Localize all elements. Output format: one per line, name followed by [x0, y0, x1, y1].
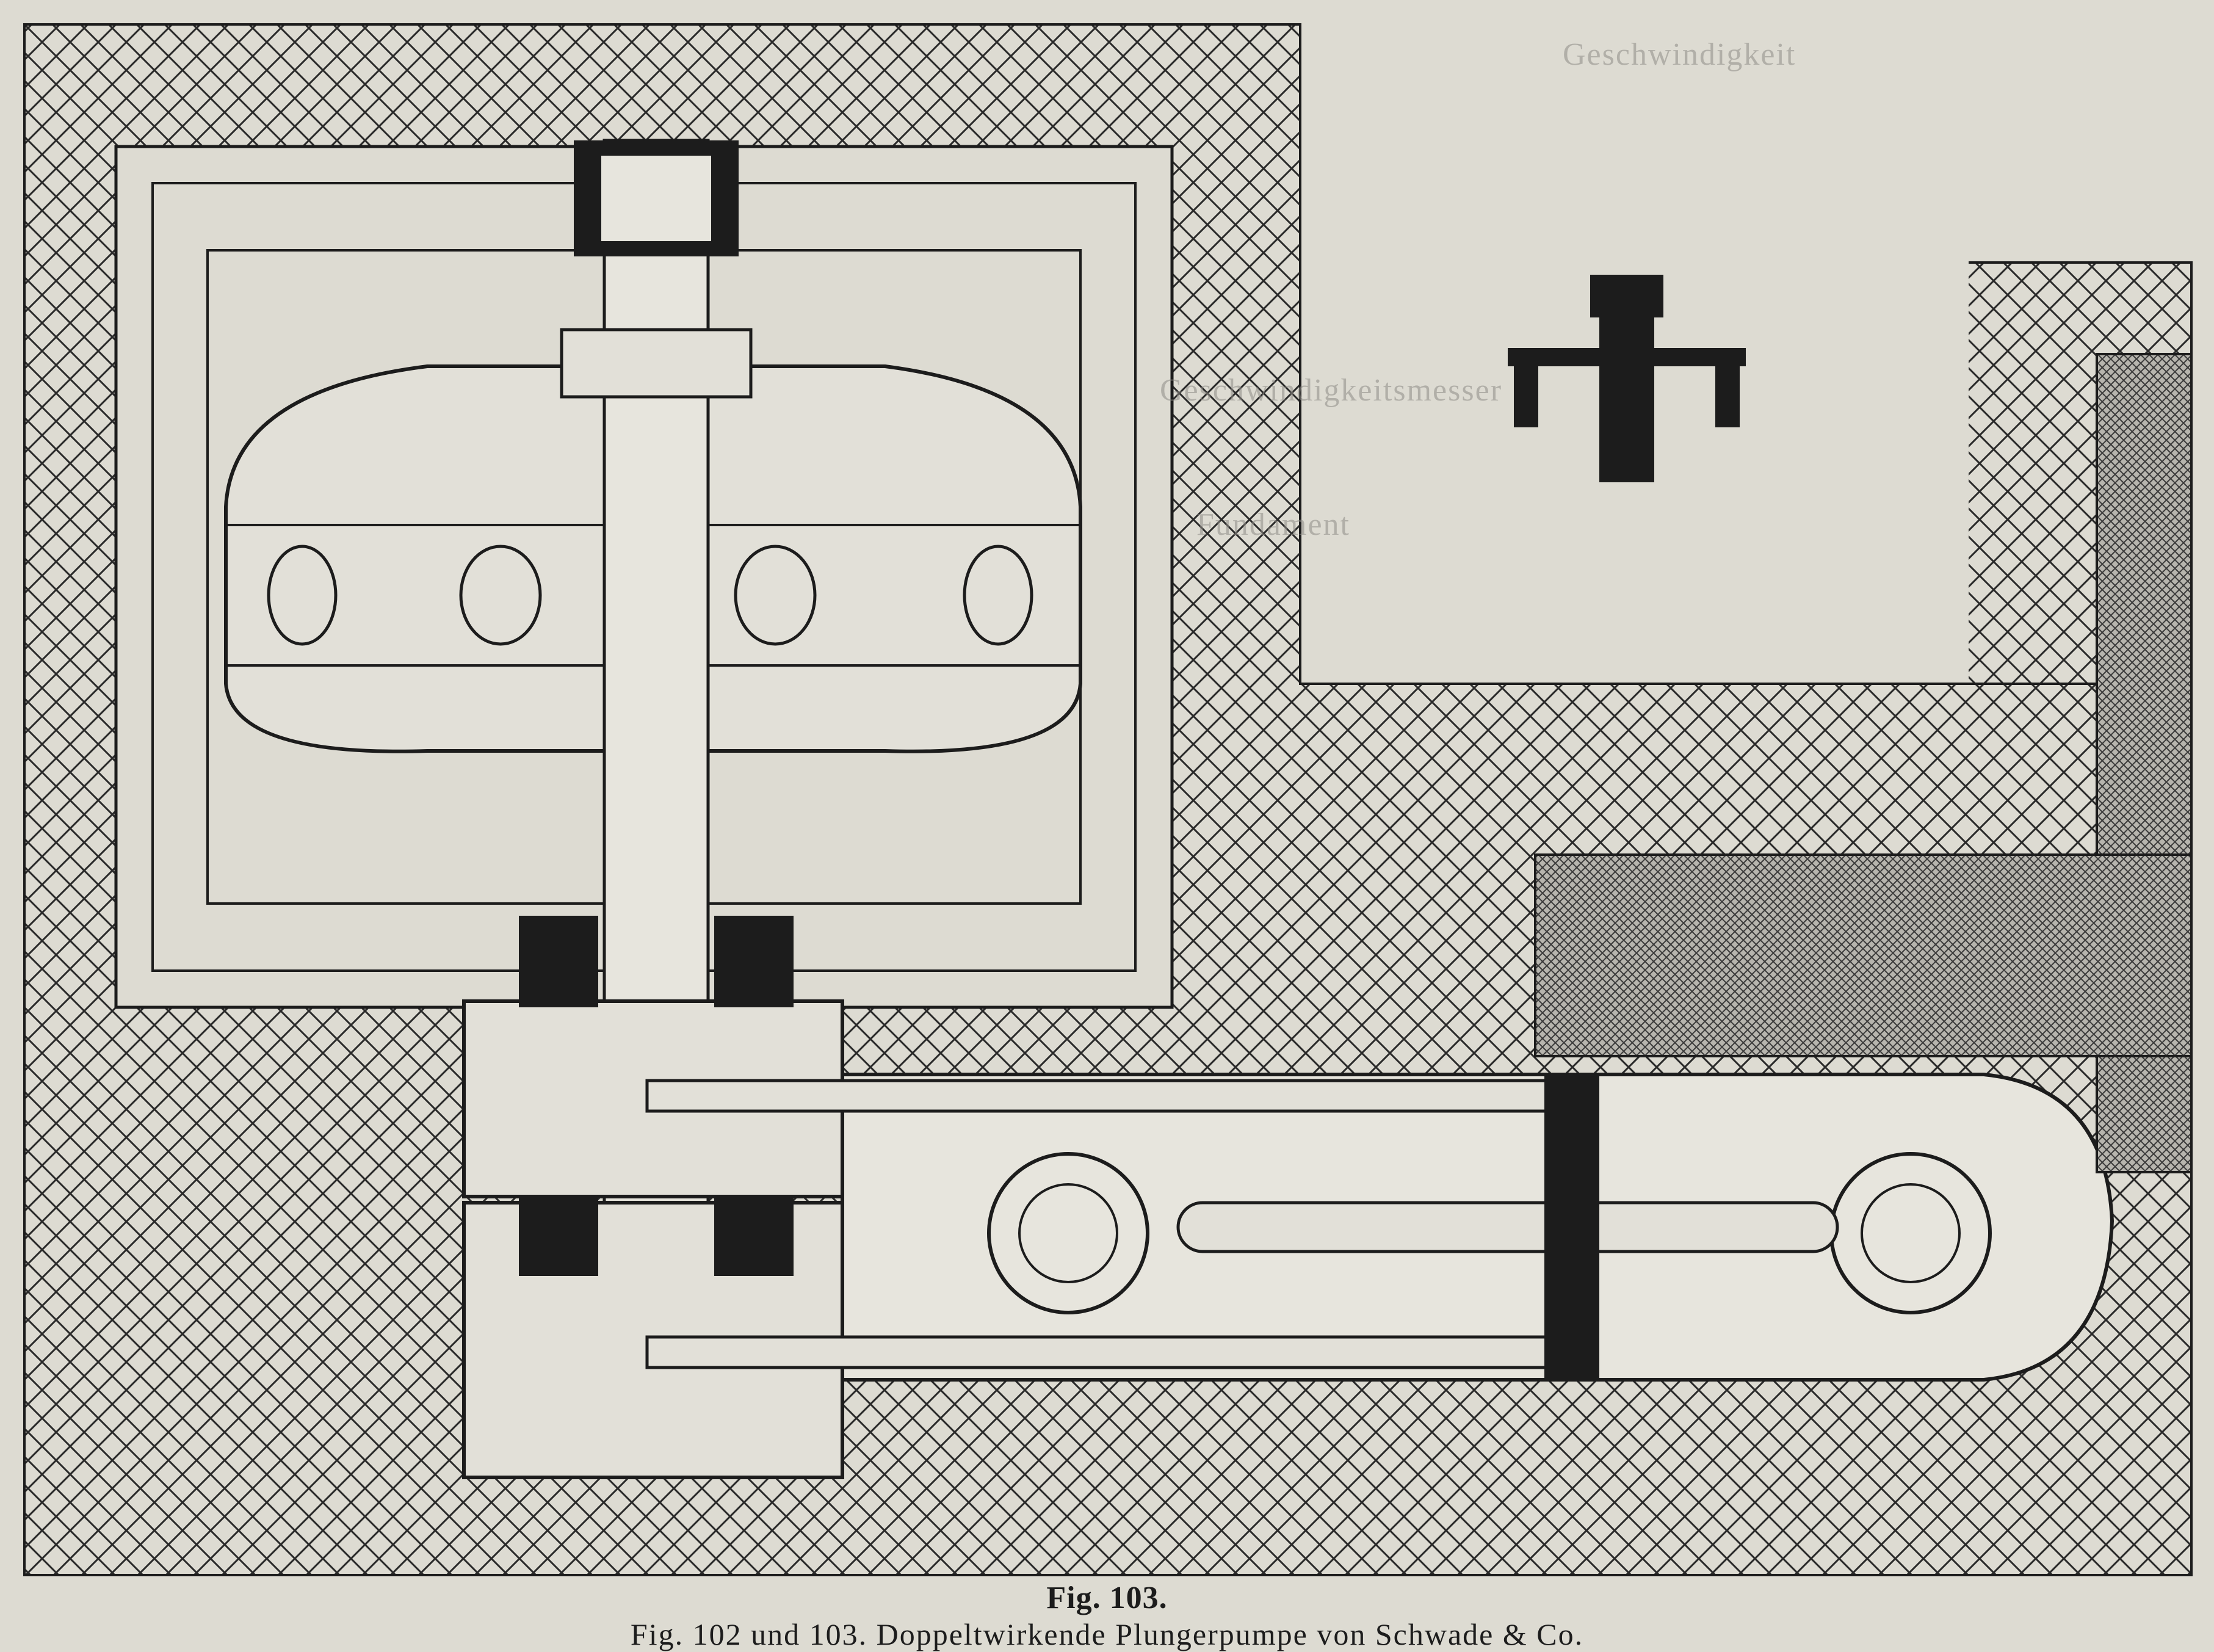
motor-port-4 — [963, 545, 1033, 646]
crank-bearing-1 — [519, 916, 598, 1007]
pump-valve-left — [987, 1152, 1149, 1314]
piston-rod-lower — [645, 1335, 1565, 1369]
wall-horizontal — [1534, 853, 2193, 1057]
figure-caption: Fig. 102 und 103. Doppeltwirkende Plunge… — [630, 1617, 1584, 1651]
crank-bearing-4 — [714, 1197, 794, 1276]
piston-rod-upper — [645, 1079, 1565, 1113]
pump-valve-left-inner — [1018, 1183, 1118, 1283]
valve-detail — [1508, 275, 1746, 482]
figure-label: Fig. 103. — [1046, 1581, 1168, 1615]
plunger — [1176, 1201, 1839, 1253]
bleed-text-3: Fundament — [1196, 507, 1350, 542]
crank-bearing-2 — [714, 916, 794, 1007]
crank-bearing-3 — [519, 1197, 598, 1276]
pump-valve-right-inner — [1861, 1183, 1961, 1283]
motor-port-3 — [734, 545, 817, 646]
shaft-bearing-top-inner — [601, 156, 711, 241]
motor-port-1 — [267, 545, 338, 646]
crosshead — [1544, 1074, 1599, 1380]
motor-port-2 — [459, 545, 542, 646]
bleed-text-1: Geschwindigkeit — [1563, 37, 1796, 72]
bleed-text-2: Geschwindigkeitsmesser — [1160, 373, 1503, 408]
shaft-collar — [560, 328, 753, 399]
